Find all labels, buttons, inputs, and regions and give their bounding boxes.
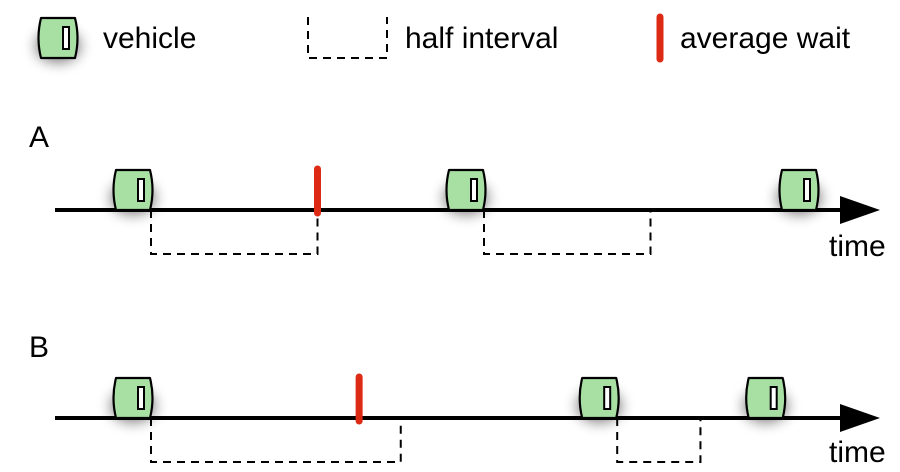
half-interval-bracket xyxy=(616,418,702,463)
vehicle-icon xyxy=(777,170,821,214)
time-arrow-icon xyxy=(840,196,880,224)
time-axis-label: time xyxy=(829,230,886,263)
vehicle-icon xyxy=(577,378,621,422)
half-intervals xyxy=(150,418,702,463)
legend-average-wait-label: average wait xyxy=(680,22,851,55)
time-arrow-icon xyxy=(840,404,880,432)
legend-average-wait: average wait xyxy=(656,13,851,63)
vehicle-icon xyxy=(36,18,80,62)
legend-vehicle-label: vehicle xyxy=(103,22,196,55)
half-intervals xyxy=(150,210,652,255)
vehicle-icon xyxy=(744,378,788,422)
legend-half-interval-label: half interval xyxy=(405,22,558,55)
vehicles xyxy=(111,378,788,422)
vehicles xyxy=(111,170,821,214)
half-interval-bracket-icon xyxy=(307,17,388,59)
timeline-label: B xyxy=(29,331,49,364)
timeline-a: A time xyxy=(29,121,886,263)
legend-vehicle: vehicle xyxy=(36,18,196,62)
vehicle-icon xyxy=(444,170,488,214)
half-interval-bracket xyxy=(150,418,402,463)
legend: vehicle half interval average wait xyxy=(36,13,851,63)
time-axis-label: time xyxy=(829,436,886,469)
timeline-b: B time xyxy=(29,331,886,469)
half-interval-bracket xyxy=(150,210,319,255)
timeline-label: A xyxy=(29,121,49,154)
vehicle-icon xyxy=(111,378,155,422)
half-interval-bracket xyxy=(483,210,652,255)
vehicle-icon xyxy=(111,170,155,214)
legend-half-interval: half interval xyxy=(307,17,558,59)
